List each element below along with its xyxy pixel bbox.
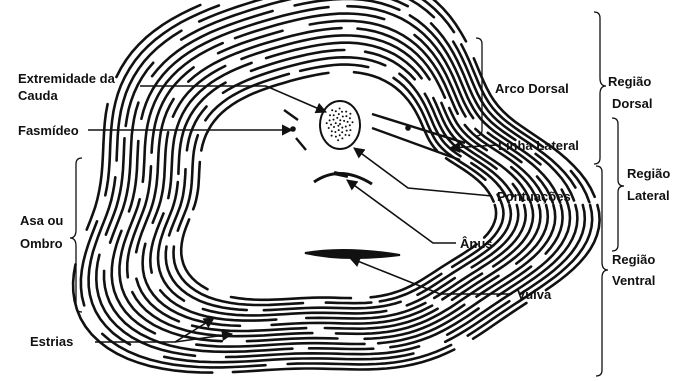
stria-segment xyxy=(192,326,306,331)
punctuation-dot xyxy=(352,121,354,123)
punctuation-dot xyxy=(347,121,349,123)
punctuation-dot xyxy=(346,130,348,132)
punctuation-dot xyxy=(345,126,347,128)
striae-pattern xyxy=(73,0,600,373)
punctuation-dot xyxy=(335,136,337,138)
punctuation-dot xyxy=(349,113,351,115)
bracket-regiao-lateral xyxy=(612,118,624,251)
label-regiao-lateral-2: Lateral xyxy=(627,188,670,203)
punctuation-dot xyxy=(331,109,333,111)
label-extremidade-2: Cauda xyxy=(18,88,59,103)
stria-segment xyxy=(295,0,400,10)
stria-segment xyxy=(245,0,454,32)
punctuation-dot xyxy=(331,130,333,132)
stria-segment xyxy=(231,297,351,300)
label-regiao-ventral-1: Região xyxy=(612,252,655,267)
punctuation-dot xyxy=(333,126,335,128)
stria-segment xyxy=(166,247,247,311)
stria-segment xyxy=(247,338,338,341)
punctuation-dot xyxy=(339,123,341,125)
stria-segment xyxy=(235,14,384,39)
label-estrias: Estrias xyxy=(30,334,73,349)
label-asa-1: Asa ou xyxy=(20,213,63,228)
punctuation-dot xyxy=(331,135,333,137)
label-extremidade-1: Extremidade da xyxy=(18,71,116,86)
inner-features xyxy=(284,101,465,258)
leader-pontuacoes xyxy=(354,148,492,196)
stria-segment xyxy=(309,348,373,349)
label-regiao-lateral-1: Região xyxy=(627,166,670,181)
label-fasmideo: Fasmídeo xyxy=(18,123,79,138)
punctuation-dot xyxy=(335,110,337,112)
punctuation-dot xyxy=(349,117,351,119)
bracket-regiao-dorsal xyxy=(594,12,606,164)
stria-segment xyxy=(300,65,368,71)
punctuation-dot xyxy=(339,108,341,110)
label-regiao-ventral-2: Ventral xyxy=(612,273,655,288)
label-asa-2: Ombro xyxy=(20,236,63,251)
punctuation-dot xyxy=(348,134,350,136)
punctuation-dot xyxy=(330,124,332,126)
punctuation-dot xyxy=(338,113,340,115)
punctuation-dot xyxy=(349,124,351,126)
stria-segment xyxy=(87,104,108,230)
label-regiao-dorsal-1: Região xyxy=(608,74,651,89)
punctuation-dot xyxy=(336,117,338,119)
punctuation-dot xyxy=(341,137,343,139)
stria-segment xyxy=(112,231,155,334)
punctuation-dot xyxy=(335,122,337,124)
punctuation-dot xyxy=(339,134,341,136)
left-lateral-dash-2 xyxy=(296,138,306,150)
stria-segment xyxy=(326,303,371,304)
punctuation-dots xyxy=(326,108,354,142)
punctuation-dot xyxy=(328,127,330,129)
punctuation-dot xyxy=(334,131,336,133)
label-vulva: Vulva xyxy=(517,287,552,302)
punctuation-dot xyxy=(337,125,339,127)
stria-segment xyxy=(110,103,138,243)
stria-segment xyxy=(493,205,533,266)
punctuation-dot xyxy=(339,119,341,121)
label-linha-lateral: Linha Lateral xyxy=(498,138,579,153)
punctuation-dot xyxy=(349,129,351,131)
punctuation-dot xyxy=(337,139,339,141)
punctuation-dot xyxy=(345,111,347,113)
punctuation-dot xyxy=(329,114,331,116)
label-arco-dorsal: Arco Dorsal xyxy=(495,81,569,96)
punctuation-dot xyxy=(341,131,343,133)
punctuation-dot xyxy=(338,129,340,131)
stria-segment xyxy=(153,132,168,223)
vulva xyxy=(305,250,400,258)
stria-segment xyxy=(484,205,496,238)
punctuation-dot xyxy=(333,114,335,116)
label-anus: Ânus xyxy=(460,236,493,251)
punctuation-dot xyxy=(342,116,344,118)
label-regiao-dorsal-2: Dorsal xyxy=(612,96,652,111)
phasmid-left xyxy=(290,126,296,132)
punctuation-dot xyxy=(341,111,343,113)
phasmid-right xyxy=(405,125,411,131)
bracket-regiao-ventral xyxy=(596,166,608,376)
punctuation-dot xyxy=(329,119,331,121)
stria-segment xyxy=(251,50,344,71)
stria-segment xyxy=(116,5,200,77)
left-lateral-dash xyxy=(284,110,298,120)
stria-segment xyxy=(181,220,207,290)
punctuation-dot xyxy=(343,120,345,122)
stria-segment xyxy=(196,343,364,346)
label-pontuacoes: Pontuações xyxy=(497,189,571,204)
punctuation-dot xyxy=(333,119,335,121)
leader-anus xyxy=(347,180,456,243)
punctuation-dot xyxy=(345,115,347,117)
punctuation-dot xyxy=(345,134,347,136)
stria-segment xyxy=(193,162,200,209)
stria-segment xyxy=(354,72,437,150)
punctuation-dot xyxy=(326,122,328,124)
punctuation-dot xyxy=(341,127,343,129)
